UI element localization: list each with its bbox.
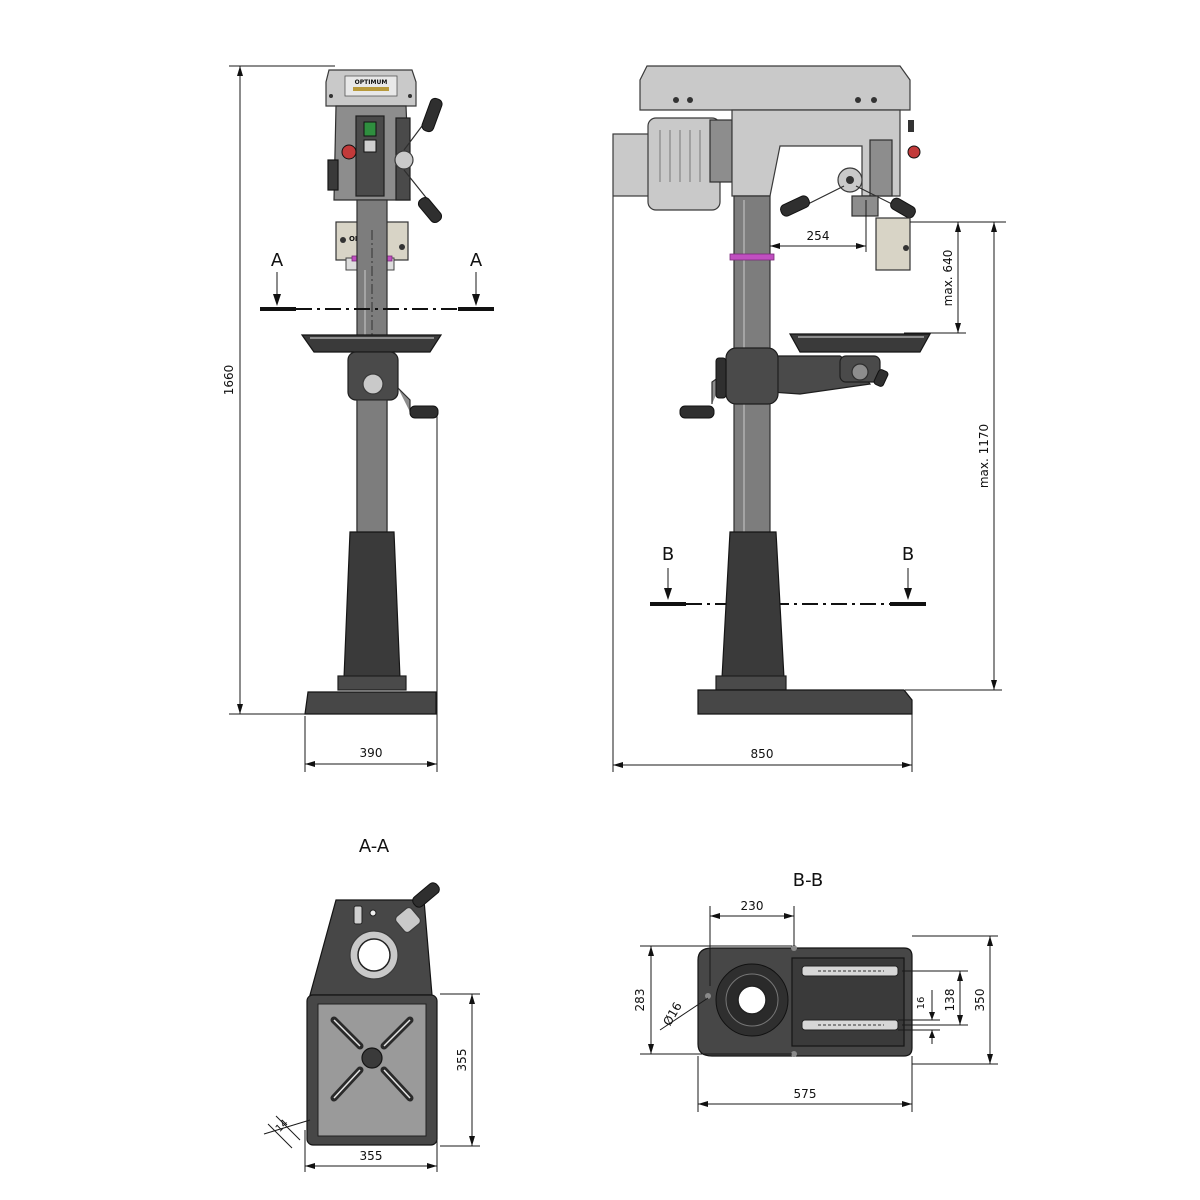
- front-height-dim: 1660: [222, 365, 236, 396]
- section-b-slot-width-dim: 16: [916, 997, 927, 1010]
- section-a-height-dim: 355: [455, 1049, 469, 1072]
- section-b-hole-dim: Ø16: [660, 1000, 684, 1028]
- section-b-width-dim: 575: [794, 1087, 817, 1101]
- side-reach-dim: 254: [807, 229, 830, 243]
- side-cut-b-right: B: [902, 544, 914, 565]
- front-view: 1660 390 OPTIMUM OPTIMUM: [222, 65, 494, 772]
- front-width-dim: 390: [360, 746, 383, 760]
- section-b-b: B-B 230 283 Ø16: [633, 870, 998, 1112]
- section-b-slot-spacing-dim: 138: [943, 989, 957, 1012]
- section-b-offset-dim: 230: [741, 899, 764, 913]
- section-b-depth-dim: 350: [973, 989, 987, 1012]
- side-table-travel-dim: max. 1170: [977, 424, 991, 488]
- side-view: 850: [612, 65, 1006, 772]
- side-cut-b-left: B: [662, 544, 674, 565]
- front-cut-a-right: A: [470, 250, 483, 271]
- front-logo-top: OPTIMUM: [355, 79, 388, 86]
- section-a-a: A-A 355: [263, 836, 480, 1172]
- section-b-depth-left-dim: 283: [633, 989, 647, 1012]
- section-b-title: B-B: [793, 870, 824, 891]
- section-a-width-dim: 355: [360, 1149, 383, 1163]
- section-a-title: A-A: [359, 836, 390, 857]
- side-spindle-travel-dim: max. 640: [941, 250, 955, 307]
- front-cut-a-left: A: [271, 250, 284, 271]
- side-width-dim: 850: [751, 747, 774, 761]
